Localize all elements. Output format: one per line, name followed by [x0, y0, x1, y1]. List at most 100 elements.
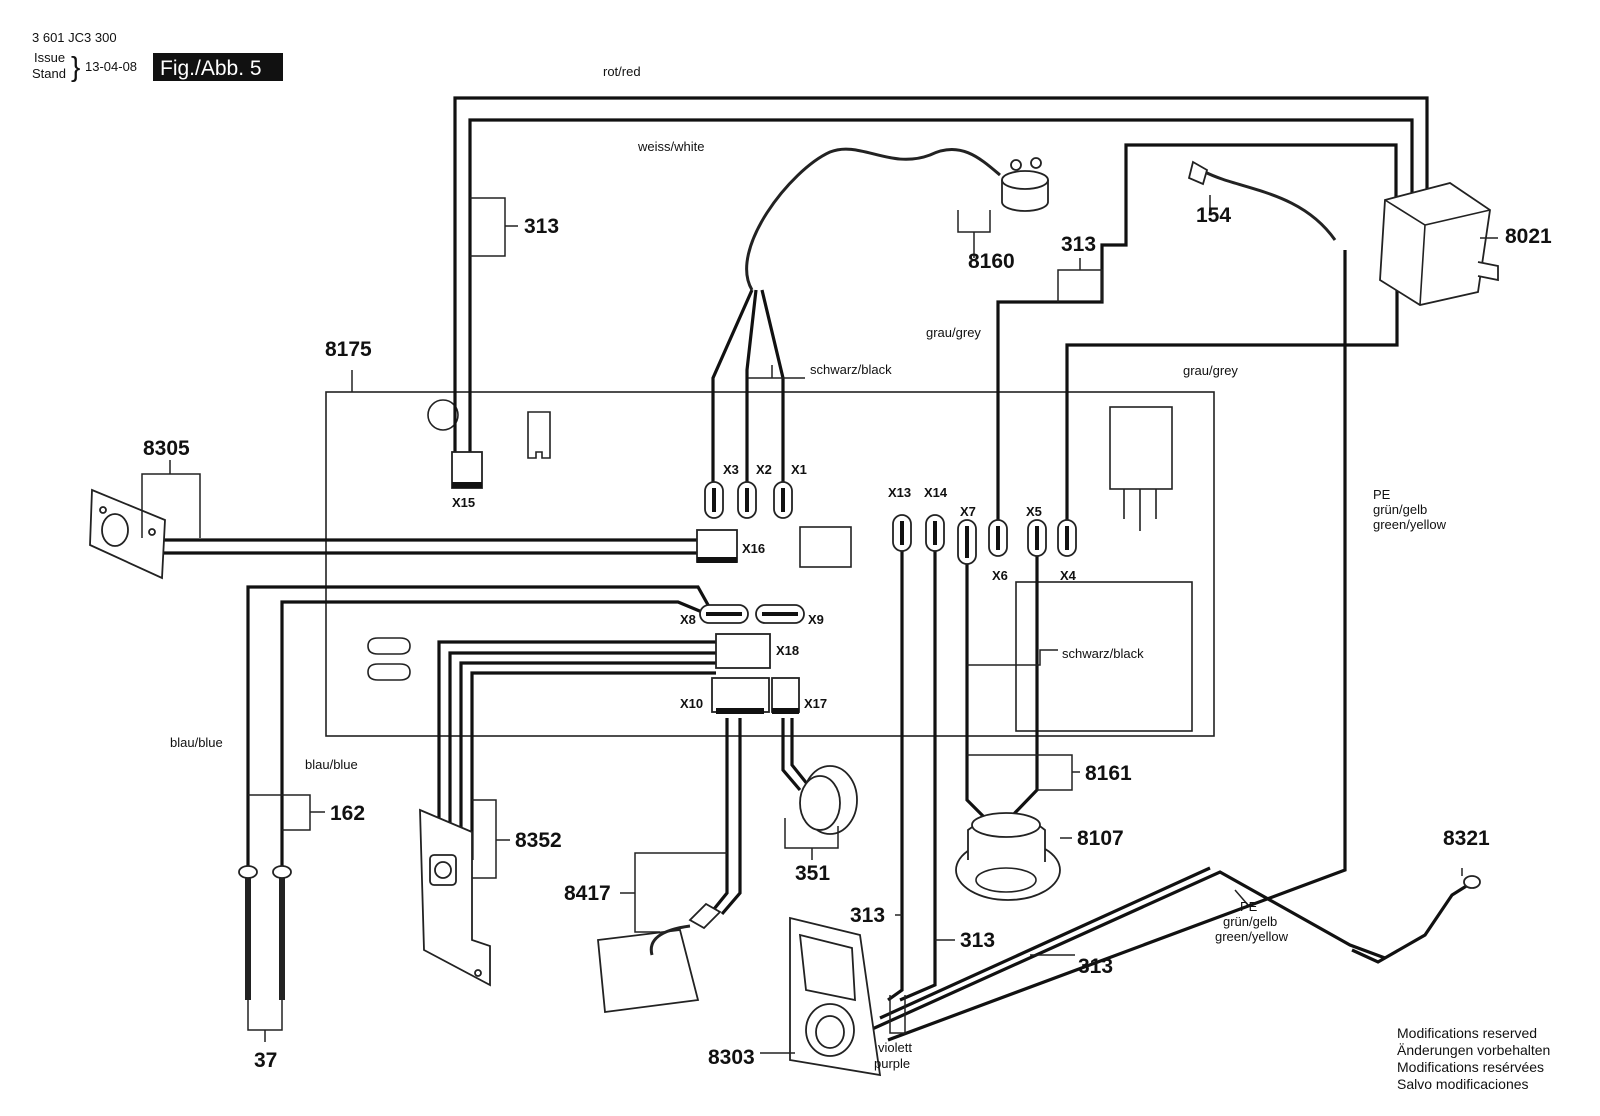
label-black-mid: schwarz/black — [1062, 646, 1144, 661]
label-x7: X7 — [960, 504, 976, 519]
plug-x18 — [715, 633, 771, 669]
plug-x17 — [771, 677, 800, 713]
num-8303: 8303 — [708, 1046, 755, 1069]
control-board-outline — [325, 391, 1215, 737]
label-blue-2: blau/blue — [305, 757, 358, 772]
note-line-2: Änderungen vorbehalten — [1397, 1042, 1550, 1058]
sensor-cable — [745, 147, 1001, 291]
blue-wire-2 — [280, 600, 703, 985]
plug-x14 — [925, 514, 945, 552]
leader-351 — [784, 818, 839, 860]
leader-313-b — [1057, 258, 1103, 302]
ground-bracket-8321 — [1351, 875, 1481, 964]
plug-x10 — [711, 677, 770, 713]
num-8417: 8417 — [564, 882, 611, 905]
red-wire — [453, 96, 1429, 460]
board-component-outline — [1109, 406, 1173, 490]
num-154: 154 — [1196, 204, 1231, 227]
label-x8: X8 — [680, 612, 696, 627]
label-x17: X17 — [804, 696, 827, 711]
plug-x3 — [704, 481, 724, 519]
label-pe-bottom-3: green/yellow — [1215, 929, 1289, 944]
board-component-pins — [1123, 489, 1157, 531]
issue-date: 13-04-08 — [85, 59, 137, 74]
label-violet-2: purple — [874, 1056, 910, 1071]
plug-x13 — [892, 514, 912, 552]
label-x2: X2 — [756, 462, 772, 477]
leader-8417 — [620, 852, 727, 933]
num-8175: 8175 — [325, 338, 372, 361]
buzzer-351 — [799, 765, 858, 835]
label-red: rot/red — [603, 64, 641, 79]
figure-badge — [153, 53, 283, 81]
num-313-c: 313 — [850, 904, 885, 927]
label-x14: X14 — [924, 485, 948, 500]
figure-label: Fig./Abb. 5 — [160, 57, 262, 80]
motor-8107 — [955, 812, 1061, 901]
label-pe-right-2: grün/gelb — [1373, 502, 1427, 517]
leader-pe-bottom — [1234, 889, 1249, 906]
label-grey-left: grau/grey — [926, 325, 981, 340]
num-351: 351 — [795, 862, 830, 885]
num-8305: 8305 — [143, 437, 190, 460]
x17-cable — [781, 718, 810, 792]
x10-cable — [708, 718, 742, 916]
plug-x5 — [1027, 519, 1047, 557]
plug-x4 — [1057, 519, 1077, 557]
num-8107: 8107 — [1077, 827, 1124, 850]
board-fuse-clips — [367, 637, 411, 681]
plug-x2 — [737, 481, 757, 519]
grey-wire-right — [1065, 268, 1399, 530]
pe-wire-bottom — [869, 870, 1386, 1032]
num-37: 37 — [254, 1049, 277, 1072]
num-8352: 8352 — [515, 829, 562, 852]
num-313-b: 313 — [1061, 233, 1096, 256]
label-x9: X9 — [808, 612, 824, 627]
header-brace: } — [71, 51, 80, 82]
switch-8021 — [1379, 182, 1499, 306]
label-x6: X6 — [992, 568, 1008, 583]
leader-162 — [248, 794, 325, 831]
label-violet-1: violett — [878, 1040, 912, 1055]
label-x16: X16 — [742, 541, 765, 556]
leader-violet — [889, 995, 906, 1034]
num-313-d: 313 — [960, 929, 995, 952]
plug-x9 — [755, 604, 805, 624]
label-pe-bottom-1: PE — [1240, 899, 1258, 914]
pe-wire-right — [887, 250, 1347, 1042]
leader-schwarz-top — [748, 365, 805, 379]
board-relay-outline — [527, 411, 551, 459]
note-line-1: Modifications reserved — [1397, 1025, 1537, 1041]
potentiometer-8305 — [89, 488, 166, 580]
leader-8305 — [141, 460, 201, 538]
plug-x6 — [988, 519, 1008, 557]
cable-313-bottom — [879, 866, 1211, 1020]
x16-area-outline — [799, 526, 852, 568]
label-white: weiss/white — [637, 139, 704, 154]
plug-x16-base — [697, 557, 737, 563]
label-x15: X15 — [452, 495, 475, 510]
num-8160: 8160 — [968, 250, 1015, 273]
plug-x10-base — [716, 708, 764, 714]
screw-37-right — [272, 865, 292, 1000]
label-black-top: schwarz/black — [810, 362, 892, 377]
label-x1: X1 — [791, 462, 807, 477]
socket-8303 — [789, 916, 882, 1077]
label-grey-right: grau/grey — [1183, 363, 1238, 378]
x6-x4-area-outline — [1015, 581, 1193, 732]
plug-x1 — [773, 481, 793, 519]
screw-37-left — [238, 865, 258, 1000]
grey-wire-left — [996, 143, 1398, 530]
x13-x14-wires — [887, 540, 937, 1002]
label-x10: X10 — [680, 696, 703, 711]
num-8161: 8161 — [1085, 762, 1132, 785]
probe-cable — [1204, 170, 1337, 241]
label-pe-right-3: green/yellow — [1373, 517, 1447, 532]
label-x18: X18 — [776, 643, 799, 658]
x16-cable — [160, 538, 700, 555]
leader-313-a — [470, 197, 518, 257]
stand-label: Stand — [32, 66, 66, 81]
board-8352 — [419, 808, 491, 987]
label-x13: X13 — [888, 485, 911, 500]
